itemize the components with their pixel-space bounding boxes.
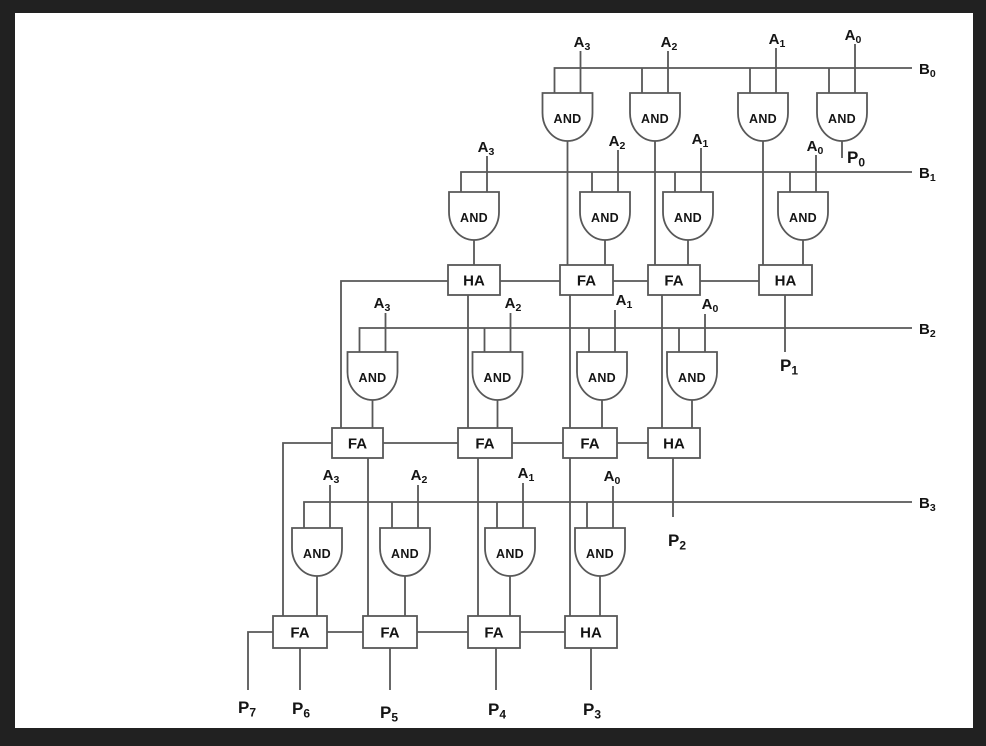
label-p6: P6 xyxy=(292,699,310,721)
svg-text:AND: AND xyxy=(391,547,419,561)
and-gate-b0-a3: AND xyxy=(541,92,594,142)
label-p3: P3 xyxy=(583,700,601,722)
and-gate-b3-a2: AND xyxy=(379,527,431,577)
row3-wires xyxy=(282,310,912,616)
label-a1-row1: A1 xyxy=(769,31,786,50)
adder-row2-c2: FA xyxy=(559,264,614,296)
adder-row2-c4: HA xyxy=(758,264,813,296)
svg-text:AND: AND xyxy=(554,112,582,126)
a-input-labels: A3 A2 A1 A0 A3 A2 A1 A0 A3 A2 A1 A0 A3 A… xyxy=(323,27,862,487)
label-p5: P5 xyxy=(380,703,398,725)
row4-wires xyxy=(247,483,912,690)
and-gate-b1-a3: AND xyxy=(448,191,500,241)
and-gates: AND AND AND AND AND AND AND AND AND AND … xyxy=(291,92,868,577)
and-gate-b2-a3: AND xyxy=(346,351,399,401)
label-a2-row1: A2 xyxy=(661,34,678,53)
b-input-labels: B0 B1 B2 B3 xyxy=(919,61,936,514)
svg-text:AND: AND xyxy=(359,371,387,385)
label-a3-row2: A3 xyxy=(478,139,495,158)
label-b3: B3 xyxy=(919,495,936,514)
adder-row4-c3: FA xyxy=(467,615,521,649)
svg-text:HA: HA xyxy=(580,625,602,642)
adder-row3-c1: FA xyxy=(331,427,384,459)
svg-text:FA: FA xyxy=(290,625,309,642)
label-a3-row1: A3 xyxy=(574,34,591,53)
svg-text:AND: AND xyxy=(303,547,331,561)
label-p7: P7 xyxy=(238,698,256,720)
svg-text:AND: AND xyxy=(591,211,619,225)
label-p1: P1 xyxy=(780,356,798,378)
and-gate-b2-a2: AND xyxy=(471,351,524,401)
adder-row3-c2: FA xyxy=(457,427,513,459)
svg-text:FA: FA xyxy=(577,273,596,290)
svg-text:AND: AND xyxy=(678,371,706,385)
svg-text:FA: FA xyxy=(580,436,599,453)
svg-text:AND: AND xyxy=(749,112,777,126)
label-b1: B1 xyxy=(919,165,936,184)
svg-text:AND: AND xyxy=(641,112,669,126)
adder-row2-c1: HA xyxy=(447,264,501,296)
label-a3-row3: A3 xyxy=(374,295,391,314)
and-gate-b0-a1: AND xyxy=(737,92,789,142)
label-a0-row3: A0 xyxy=(702,296,719,315)
svg-text:AND: AND xyxy=(674,211,702,225)
svg-text:HA: HA xyxy=(463,273,485,290)
label-a1-row3: A1 xyxy=(616,292,633,311)
svg-text:FA: FA xyxy=(475,436,494,453)
svg-text:AND: AND xyxy=(496,547,524,561)
and-gate-b3-a1: AND xyxy=(484,527,536,577)
svg-text:AND: AND xyxy=(586,547,614,561)
and-gate-b2-a1: AND xyxy=(576,351,628,401)
svg-text:HA: HA xyxy=(663,436,685,453)
label-a0-row4: A0 xyxy=(604,468,621,487)
label-a2-row2: A2 xyxy=(609,133,626,152)
adder-row2-c3: FA xyxy=(647,264,701,296)
and-gate-b1-a2: AND xyxy=(579,191,631,241)
adders: HA FA FA HA FA FA FA HA FA FA FA HA xyxy=(272,264,813,649)
label-a3-row4: A3 xyxy=(323,467,340,486)
label-b0: B0 xyxy=(919,61,936,80)
p-output-labels: P0 P1 P2 P3 P4 P5 P6 P7 xyxy=(238,148,865,725)
label-p0: P0 xyxy=(847,148,865,170)
and-gate-b0-a2: AND xyxy=(629,92,681,142)
and-gate-b0-a0: AND xyxy=(816,92,868,142)
wiring xyxy=(247,44,912,690)
label-a2-row4: A2 xyxy=(411,467,428,486)
svg-text:AND: AND xyxy=(789,211,817,225)
svg-text:FA: FA xyxy=(664,273,683,290)
label-p2: P2 xyxy=(668,531,686,553)
svg-text:AND: AND xyxy=(484,371,512,385)
and-gate-b2-a0: AND xyxy=(666,351,718,401)
svg-text:FA: FA xyxy=(348,436,367,453)
svg-text:FA: FA xyxy=(484,625,503,642)
label-a0-row1: A0 xyxy=(845,27,862,46)
adder-row3-c3: FA xyxy=(562,427,618,459)
and-gate-b1-a0: AND xyxy=(777,191,829,241)
adder-row4-c4: HA xyxy=(564,615,618,649)
adder-row4-c2: FA xyxy=(362,615,418,649)
and-gate-b3-a0: AND xyxy=(574,527,626,577)
adder-row3-c4: HA xyxy=(647,427,701,459)
svg-text:AND: AND xyxy=(828,112,856,126)
label-b2: B2 xyxy=(919,321,936,340)
svg-text:AND: AND xyxy=(460,211,488,225)
svg-text:FA: FA xyxy=(380,625,399,642)
label-a1-row4: A1 xyxy=(518,465,535,484)
and-gate-b3-a3: AND xyxy=(291,527,343,577)
svg-text:HA: HA xyxy=(775,273,797,290)
label-a2-row3: A2 xyxy=(505,295,522,314)
row1-wires xyxy=(553,44,912,265)
label-p4: P4 xyxy=(488,700,506,722)
label-a1-row2: A1 xyxy=(692,131,709,150)
svg-text:AND: AND xyxy=(588,371,616,385)
row2-wires xyxy=(340,148,912,428)
label-a0-row2: A0 xyxy=(807,138,824,157)
and-gate-b1-a1: AND xyxy=(662,191,714,241)
adder-row4-c1: FA xyxy=(272,615,328,649)
